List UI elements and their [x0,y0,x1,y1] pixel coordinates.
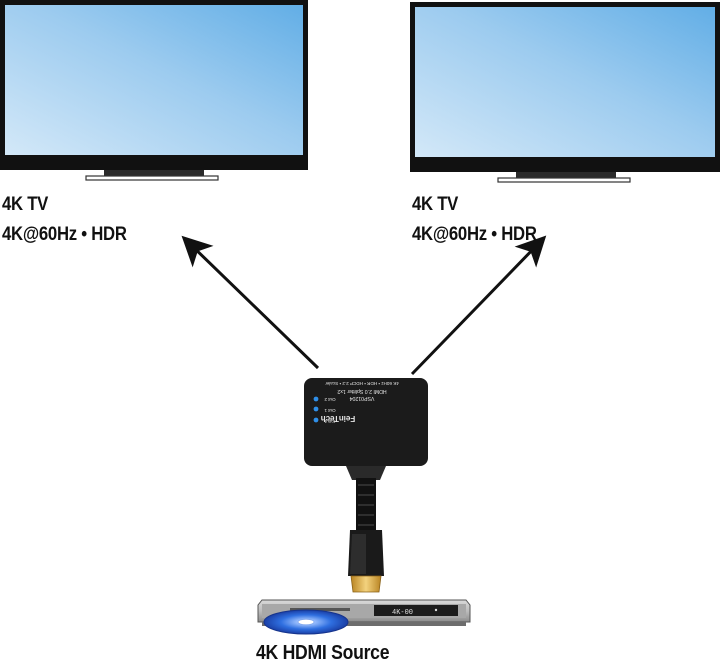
tv-left-caption: 4K TV 4K@60Hz • HDR [2,190,127,250]
tv-left-spec: 4K@60Hz • HDR [2,224,127,245]
source-label: 4K HDMI Source [256,642,390,664]
splitter-led-label-out1: Out 1 [324,408,336,413]
tv-left [0,0,308,181]
splitter-led-label-input: Input [324,419,335,424]
tv-right-stand-base [497,177,631,183]
tv-left-name: 4K TV [2,194,49,215]
splitter-cable-relief [346,466,386,480]
splitter-led-label-out2: Out 2 [324,397,336,402]
tv-right-screen [415,7,715,157]
player-display-text: 4K-00 [392,609,413,617]
tv-right-caption: 4K TV 4K@60Hz • HDR [412,190,537,250]
player-disc-slot [290,608,350,611]
tv-left-stand-neck [104,170,204,176]
source-player: 4K-00 [257,599,471,635]
splitter-model: VSP01204 [349,395,374,401]
tv-left-stand-base [85,175,219,181]
splitter-features: 4K 60Hz • HDR • HDCP 2.2 • Scaler [325,381,399,386]
led-out2 [313,396,319,402]
source-caption: 4K HDMI Source [256,640,389,666]
splitter-brand: FeinTech [321,414,356,423]
tv-right-spec: 4K@60Hz • HDR [412,224,537,245]
arrow-to-left-tv [181,235,320,370]
splitter-body [304,378,428,466]
player-button [434,608,438,612]
tv-right-stand-neck [516,172,616,178]
led-input [313,417,319,423]
player-base [262,622,466,626]
tv-right-name: 4K TV [412,194,459,215]
tv-left-screen [5,5,303,155]
hdmi-plug [350,575,382,593]
hdmi-cable [348,478,384,576]
hdmi-splitter: FeinTech VSP01204 HDMI 2.0 Splitter 1x2 … [304,378,428,480]
arrow-to-right-tv [410,235,547,376]
player-display [374,605,458,616]
led-out1 [313,406,319,412]
tv-right [410,2,720,183]
splitter-title: HDMI 2.0 Splitter 1x2 [337,388,386,394]
